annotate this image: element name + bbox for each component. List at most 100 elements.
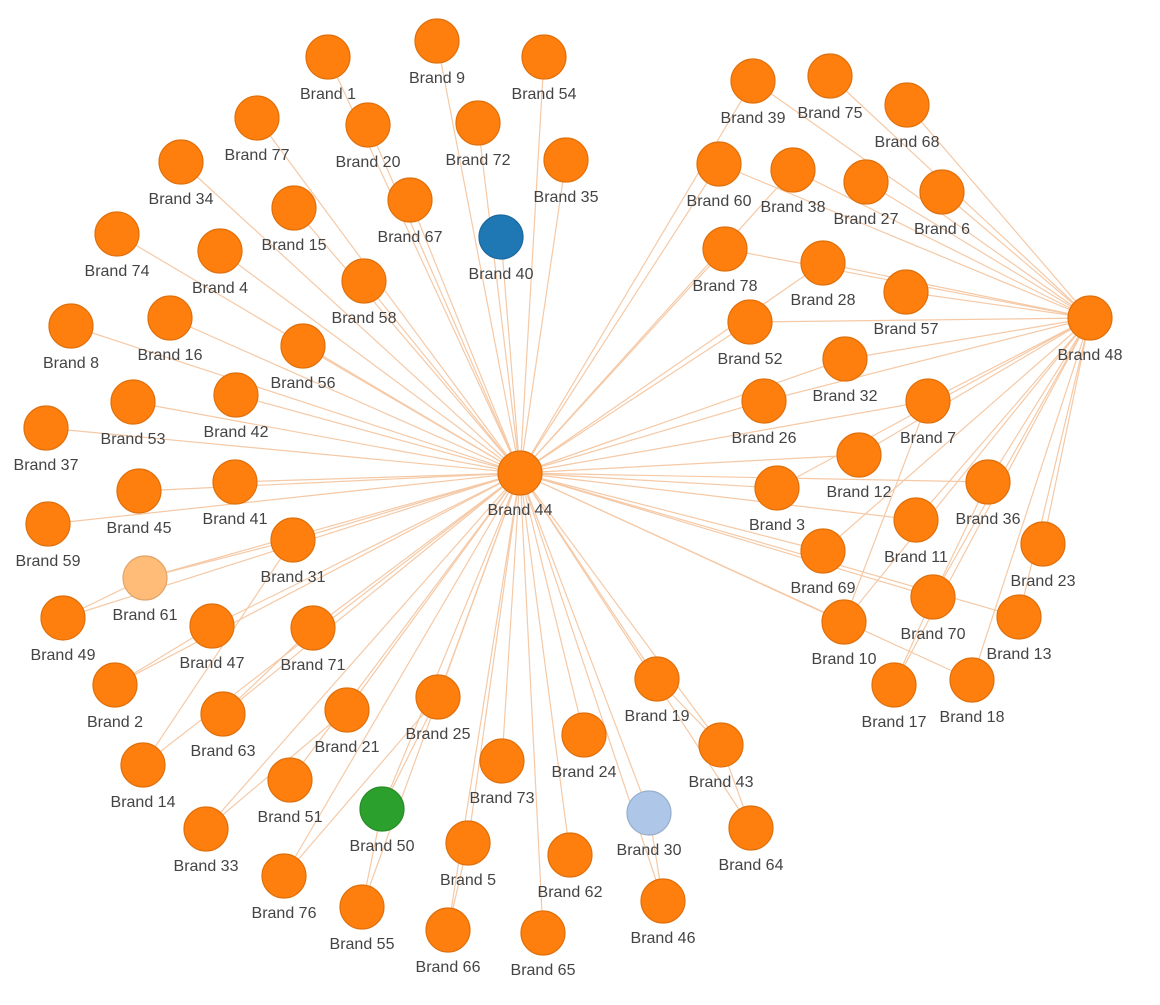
node-circle[interactable] (339, 884, 385, 930)
node-circle[interactable] (910, 574, 956, 620)
node-circle[interactable] (324, 687, 370, 733)
node-circle[interactable] (770, 147, 816, 193)
node-brand-77[interactable]: Brand 77 (225, 95, 290, 164)
node-circle[interactable] (92, 662, 138, 708)
node-circle[interactable] (843, 159, 889, 205)
node-brand-11[interactable]: Brand 11 (884, 497, 948, 566)
node-brand-63[interactable]: Brand 63 (191, 691, 256, 760)
node-brand-41[interactable]: Brand 41 (203, 459, 268, 528)
node-circle[interactable] (197, 228, 243, 274)
node-circle[interactable] (25, 501, 71, 547)
node-brand-33[interactable]: Brand 33 (174, 806, 239, 875)
node-brand-49[interactable]: Brand 49 (31, 595, 96, 664)
node-circle[interactable] (800, 528, 846, 574)
node-brand-74[interactable]: Brand 74 (85, 211, 150, 280)
node-brand-23[interactable]: Brand 23 (1011, 521, 1076, 590)
node-circle[interactable] (94, 211, 140, 257)
node-brand-44[interactable]: Brand 44 (488, 450, 553, 519)
node-brand-36[interactable]: Brand 36 (956, 459, 1021, 528)
node-circle[interactable] (234, 95, 280, 141)
node-circle[interactable] (965, 459, 1011, 505)
node-circle[interactable] (996, 594, 1042, 640)
node-circle[interactable] (290, 605, 336, 651)
node-circle[interactable] (634, 656, 680, 702)
node-brand-62[interactable]: Brand 62 (538, 832, 603, 901)
node-circle[interactable] (116, 468, 162, 514)
node-circle[interactable] (414, 18, 460, 64)
node-brand-72[interactable]: Brand 72 (446, 100, 511, 169)
node-circle[interactable] (822, 336, 868, 382)
node-brand-66[interactable]: Brand 66 (416, 907, 481, 976)
node-circle[interactable] (807, 53, 853, 99)
node-brand-47[interactable]: Brand 47 (180, 603, 245, 672)
node-circle[interactable] (883, 269, 929, 315)
node-brand-73[interactable]: Brand 73 (470, 738, 535, 807)
node-circle[interactable] (730, 58, 776, 104)
node-circle[interactable] (561, 712, 607, 758)
node-brand-67[interactable]: Brand 67 (378, 177, 443, 246)
node-brand-27[interactable]: Brand 27 (834, 159, 899, 228)
node-circle[interactable] (387, 177, 433, 223)
node-brand-18[interactable]: Brand 18 (940, 657, 1005, 726)
node-circle[interactable] (267, 757, 313, 803)
node-circle[interactable] (345, 102, 391, 148)
node-brand-4[interactable]: Brand 4 (192, 228, 248, 297)
node-brand-51[interactable]: Brand 51 (258, 757, 323, 826)
node-circle[interactable] (305, 34, 351, 80)
node-circle[interactable] (884, 82, 930, 128)
node-brand-52[interactable]: Brand 52 (718, 299, 783, 368)
node-circle[interactable] (547, 832, 593, 878)
node-brand-78[interactable]: Brand 78 (693, 226, 758, 295)
node-brand-57[interactable]: Brand 57 (874, 269, 939, 338)
node-circle[interactable] (261, 853, 307, 899)
node-brand-31[interactable]: Brand 31 (261, 517, 326, 586)
node-brand-7[interactable]: Brand 7 (900, 378, 956, 447)
node-circle[interactable] (271, 185, 317, 231)
node-circle[interactable] (821, 599, 867, 645)
node-brand-39[interactable]: Brand 39 (721, 58, 786, 127)
node-brand-3[interactable]: Brand 3 (749, 465, 805, 534)
node-brand-76[interactable]: Brand 76 (252, 853, 317, 922)
node-circle[interactable] (800, 240, 846, 286)
node-brand-35[interactable]: Brand 35 (534, 137, 599, 206)
node-circle[interactable] (893, 497, 939, 543)
node-circle[interactable] (521, 34, 567, 80)
node-circle[interactable] (871, 662, 917, 708)
node-circle[interactable] (280, 323, 326, 369)
node-circle[interactable] (158, 139, 204, 185)
node-brand-1[interactable]: Brand 1 (300, 34, 356, 103)
node-circle[interactable] (341, 258, 387, 304)
node-brand-24[interactable]: Brand 24 (552, 712, 617, 781)
node-circle[interactable] (147, 295, 193, 341)
node-circle[interactable] (455, 100, 501, 146)
node-brand-30[interactable]: Brand 30 (617, 790, 682, 859)
node-circle[interactable] (1020, 521, 1066, 567)
node-brand-14[interactable]: Brand 14 (111, 742, 176, 811)
node-circle[interactable] (696, 141, 742, 187)
node-circle[interactable] (919, 169, 965, 215)
node-brand-34[interactable]: Brand 34 (149, 139, 214, 208)
node-circle[interactable] (754, 465, 800, 511)
node-circle[interactable] (359, 786, 405, 832)
node-circle[interactable] (520, 910, 566, 956)
node-brand-13[interactable]: Brand 13 (987, 594, 1052, 663)
node-brand-28[interactable]: Brand 28 (791, 240, 856, 309)
node-circle[interactable] (425, 907, 471, 953)
node-circle[interactable] (48, 303, 94, 349)
node-circle[interactable] (189, 603, 235, 649)
node-circle[interactable] (23, 405, 69, 451)
node-brand-75[interactable]: Brand 75 (798, 53, 863, 122)
node-circle[interactable] (40, 595, 86, 641)
node-brand-70[interactable]: Brand 70 (901, 574, 966, 643)
node-brand-12[interactable]: Brand 12 (827, 432, 892, 501)
node-brand-8[interactable]: Brand 8 (43, 303, 99, 372)
node-circle[interactable] (626, 790, 672, 836)
node-brand-21[interactable]: Brand 21 (315, 687, 380, 756)
node-brand-6[interactable]: Brand 6 (914, 169, 970, 238)
node-circle[interactable] (702, 226, 748, 272)
node-brand-65[interactable]: Brand 65 (511, 910, 576, 979)
node-circle[interactable] (497, 450, 543, 496)
node-circle[interactable] (741, 378, 787, 424)
node-brand-50[interactable]: Brand 50 (350, 786, 415, 855)
node-circle[interactable] (445, 820, 491, 866)
